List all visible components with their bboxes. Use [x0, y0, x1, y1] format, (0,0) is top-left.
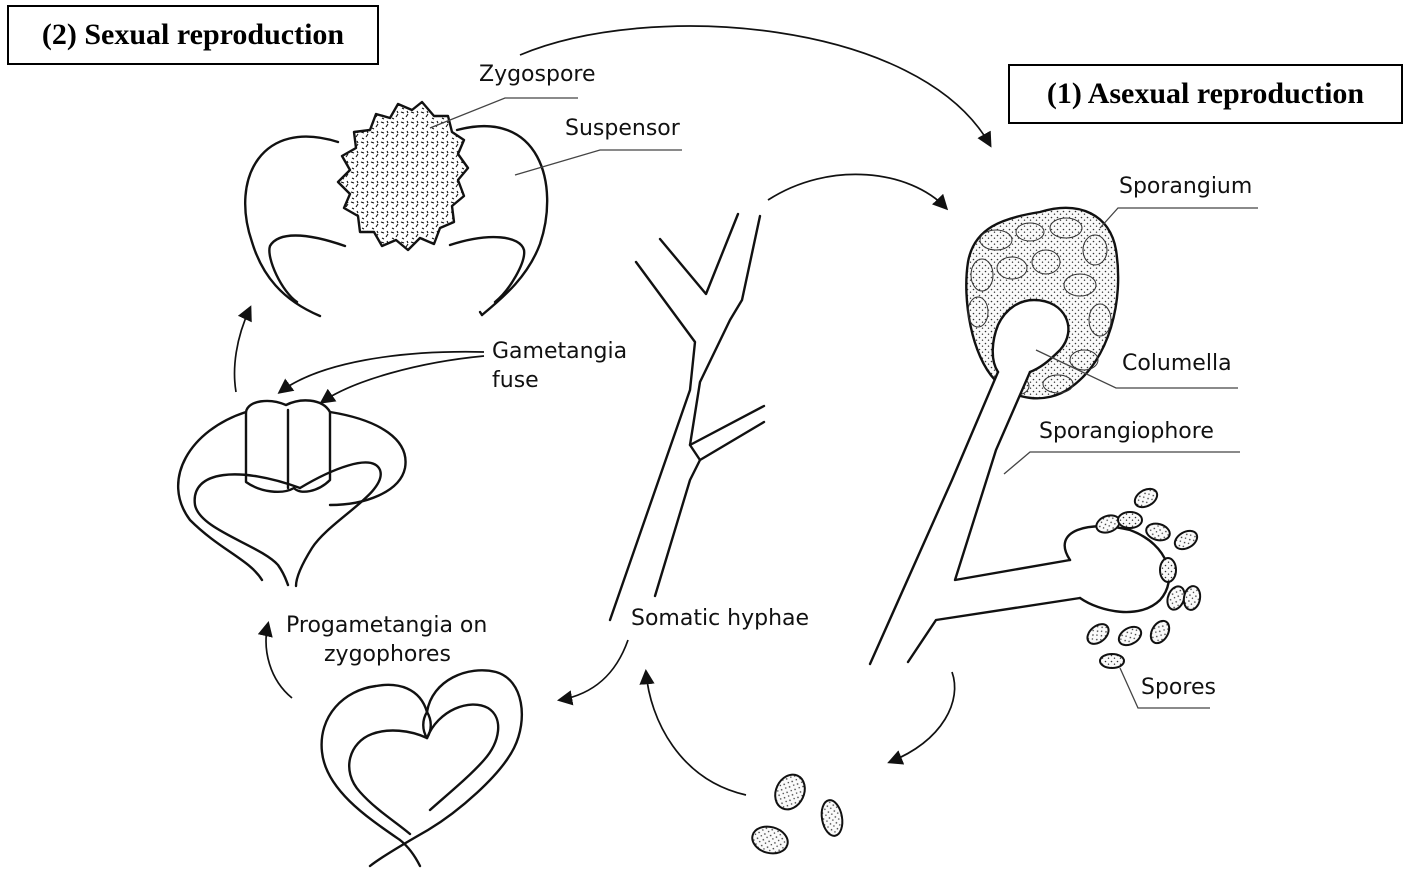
label-gametangia-line1: Gametangia: [492, 339, 627, 364]
arrow-to-progametangia: [560, 640, 628, 700]
zygospore-shape: [338, 102, 468, 250]
label-progametangia-line2: zygophores: [324, 642, 451, 667]
label-columella: Columella: [1122, 351, 1232, 376]
label-suspensor: Suspensor: [565, 116, 681, 141]
somatic-hyphae-drawing: [610, 214, 764, 620]
cycle-arrows: [235, 26, 990, 795]
dispersed-spores: [749, 770, 845, 857]
label-sporangium: Sporangium: [1119, 174, 1252, 199]
arrow-to-hyphae: [646, 672, 746, 795]
label-gametangia-line2: fuse: [492, 368, 539, 393]
arrow-to-sporangium: [768, 174, 946, 208]
gametangia-pointer-right: [322, 356, 484, 402]
label-progametangia-line1: Progametangia on: [286, 613, 487, 638]
label-somatic-hyphae: Somatic hyphae: [631, 606, 809, 631]
sexual-reproduction-title: (2) Sexual reproduction: [7, 5, 379, 65]
label-zygospore: Zygospore: [479, 62, 596, 87]
label-sporangiophore: Sporangiophore: [1039, 419, 1214, 444]
zygospore-stage-drawing: [245, 102, 547, 316]
arrow-to-spores: [890, 672, 955, 762]
gametangia-pointer-left: [280, 352, 484, 392]
asexual-reproduction-title: (1) Asexual reproduction: [1008, 64, 1403, 124]
gametangia-fuse-drawing: [178, 400, 405, 586]
progametangia-drawing: [322, 670, 522, 866]
label-spores: Spores: [1141, 675, 1216, 700]
spores-cluster: [1084, 485, 1202, 668]
arrow-to-zygospore: [235, 308, 250, 392]
